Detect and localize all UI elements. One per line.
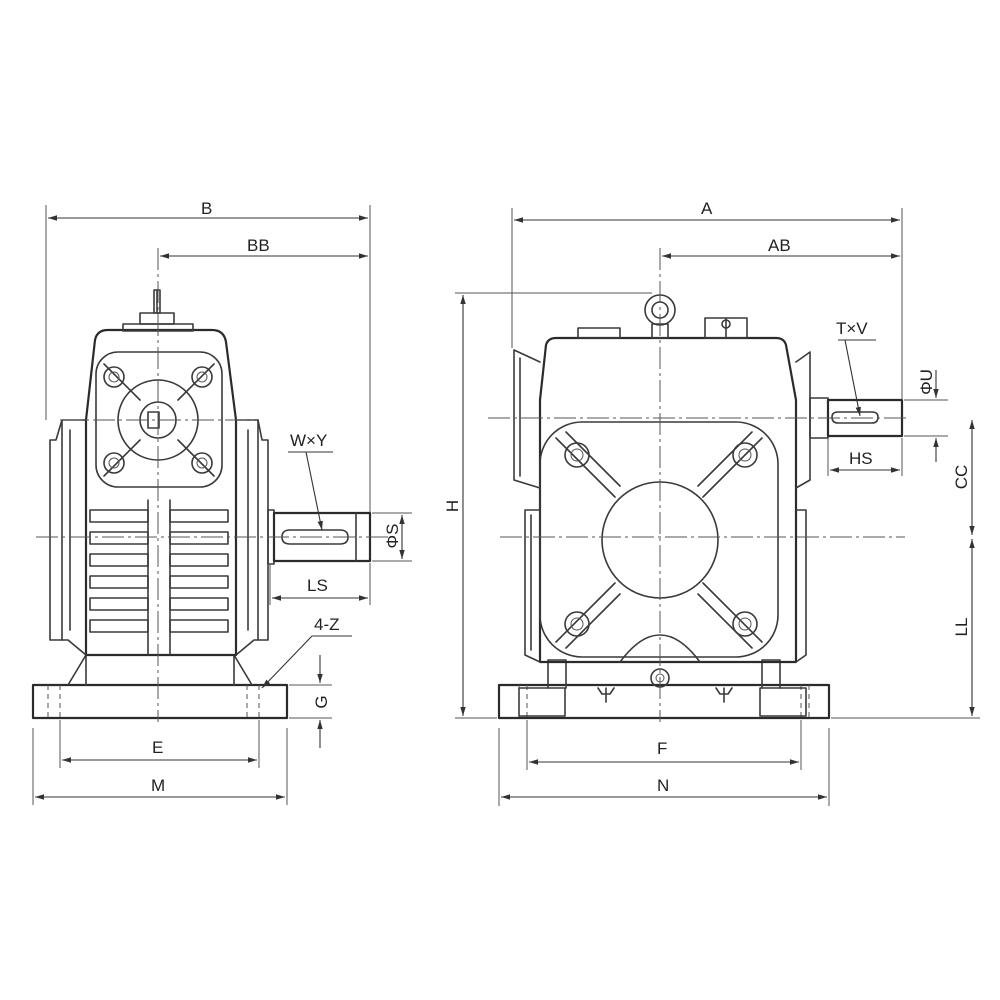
dim-BB-label: BB — [247, 236, 270, 255]
dim-TxV-label: T×V — [836, 319, 868, 338]
side-view-dimensions: B BB W×Y ΦS LS 4-Z G E — [32, 199, 412, 805]
dim-N-label: N — [657, 776, 669, 795]
dim-phiU-label: ΦU — [917, 369, 936, 395]
dim-CC-label: CC — [952, 465, 971, 490]
dim-LS-label: LS — [307, 576, 328, 595]
dim-F-label: F — [657, 739, 667, 758]
dim-WxY-label: W×Y — [290, 431, 327, 450]
dim-A-label: A — [701, 199, 713, 218]
dim-E-label: E — [152, 738, 163, 757]
front-view — [488, 248, 910, 722]
front-view-dimensions: A AB T×V ΦU HS H CC LL F — [443, 199, 980, 806]
dim-4Z-label: 4-Z — [314, 615, 340, 634]
front-view-base — [497, 683, 831, 720]
front-view-flange — [539, 421, 779, 658]
dim-HS-label: HS — [849, 449, 873, 468]
side-view-base — [31, 683, 289, 720]
dim-H-label: H — [443, 500, 462, 512]
dim-AB-label: AB — [768, 236, 791, 255]
front-view-housing — [538, 336, 798, 664]
dim-G-label: G — [312, 695, 331, 708]
side-view-housing — [84, 328, 238, 657]
dim-LL-label: LL — [952, 618, 971, 637]
dim-B-label: B — [201, 199, 212, 218]
dim-phiS-label: ΦS — [383, 524, 402, 549]
dim-M-label: M — [151, 776, 165, 795]
side-view-cooling-fins — [89, 499, 229, 656]
side-view — [31, 248, 398, 722]
